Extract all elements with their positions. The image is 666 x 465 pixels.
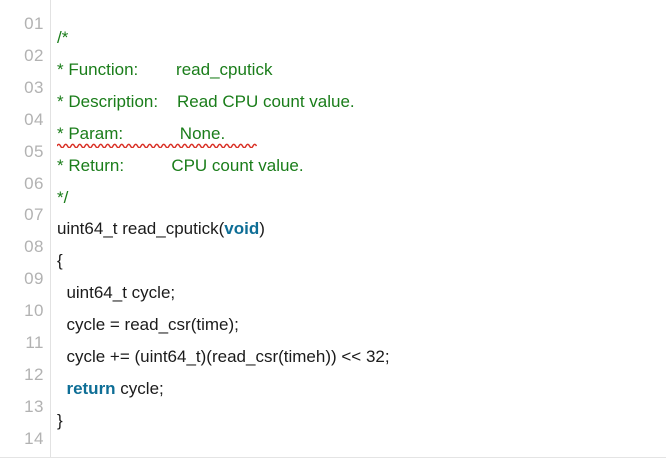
code-line-08[interactable]: { xyxy=(57,250,63,272)
code-line-10[interactable]: cycle = read_csr(time); xyxy=(57,314,239,336)
code-token-comment: */ xyxy=(57,187,69,207)
line-number-02: 02 xyxy=(24,45,44,65)
code-token-plain: uint64_t read_cputick( xyxy=(57,219,225,239)
code-line-01[interactable]: /* xyxy=(57,27,68,49)
code-line-13[interactable]: } xyxy=(57,410,63,432)
line-number-10: 10 xyxy=(24,301,44,321)
code-token-keyword: return xyxy=(66,378,116,398)
line-number-13: 13 xyxy=(24,396,44,416)
editor-bottom-divider xyxy=(0,457,666,458)
code-line-06[interactable]: */ xyxy=(57,187,68,209)
line-number-03: 03 xyxy=(24,77,44,97)
code-token-comment: /* xyxy=(57,28,69,47)
code-content-area[interactable]: /* * Function: read_cputick * Description:… xyxy=(57,0,666,457)
code-line-11[interactable]: cycle += (uint64_t)(read_csr(timeh)) << … xyxy=(57,346,390,368)
line-number-07: 07 xyxy=(24,205,44,225)
code-token-plain: } xyxy=(57,410,63,430)
code-token-plain: cycle; xyxy=(115,378,164,398)
code-line-09[interactable]: uint64_t cycle; xyxy=(57,282,175,304)
code-token-plain: cycle += (uint64_t)(read_csr(timeh)) << … xyxy=(57,347,390,366)
code-token-comment: * Function: read_cputick xyxy=(57,59,273,79)
line-number-04: 04 xyxy=(24,109,44,129)
line-number-12: 12 xyxy=(24,364,44,384)
code-token-plain: cycle = read_csr(time); xyxy=(57,315,239,335)
line-number-14: 14 xyxy=(24,428,44,448)
code-token-keyword: void xyxy=(224,219,260,239)
code-token-comment: * Description: Read CPU count value. xyxy=(57,91,355,111)
code-line-04[interactable]: * Param: None. xyxy=(57,123,225,145)
line-number-11: 11 xyxy=(25,333,44,352)
code-line-02[interactable]: * Function: read_cputick xyxy=(57,59,272,81)
code-token-plain: uint64_t cycle; xyxy=(57,283,176,303)
code-line-05[interactable]: * Return: CPU count value. xyxy=(57,155,304,177)
code-token-plain: ) xyxy=(259,219,265,239)
line-number-08: 08 xyxy=(24,237,44,257)
code-line-07[interactable]: uint64_t read_cputick(void) xyxy=(57,218,265,240)
line-number-05: 05 xyxy=(24,141,44,161)
code-line-12[interactable]: return cycle; xyxy=(57,378,164,400)
line-number-09: 09 xyxy=(24,269,44,289)
code-token-comment: * Param: None. xyxy=(57,123,226,143)
code-token-plain: { xyxy=(57,251,63,271)
code-token-comment: * Return: CPU count value. xyxy=(57,155,304,175)
code-line-03[interactable]: * Description: Read CPU count value. xyxy=(57,91,355,113)
line-number-06: 06 xyxy=(24,173,44,193)
line-number-gutter: 01 02 03 04 05 06 07 08 09 10 11 12 13 14 xyxy=(0,0,51,457)
line-number-01: 01 xyxy=(24,14,44,33)
